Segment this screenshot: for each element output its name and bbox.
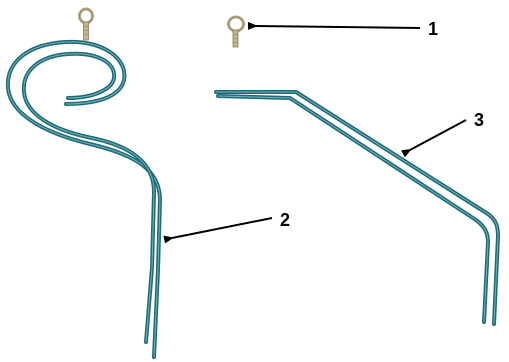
bent-wire-rod-part-3 (216, 92, 498, 324)
callout-label-1: 1 (428, 19, 438, 39)
callout-arrow-3 (410, 120, 466, 150)
callout-arrow-1 (256, 26, 420, 28)
callout-label-3: 3 (474, 110, 484, 130)
curled-wire-rod-part-2 (8, 42, 160, 357)
callout-label-2: 2 (280, 210, 290, 230)
eye-bolt-part-1 (229, 17, 244, 47)
eye-bolt-top-left (80, 9, 93, 40)
callout-arrow-2 (172, 218, 272, 238)
